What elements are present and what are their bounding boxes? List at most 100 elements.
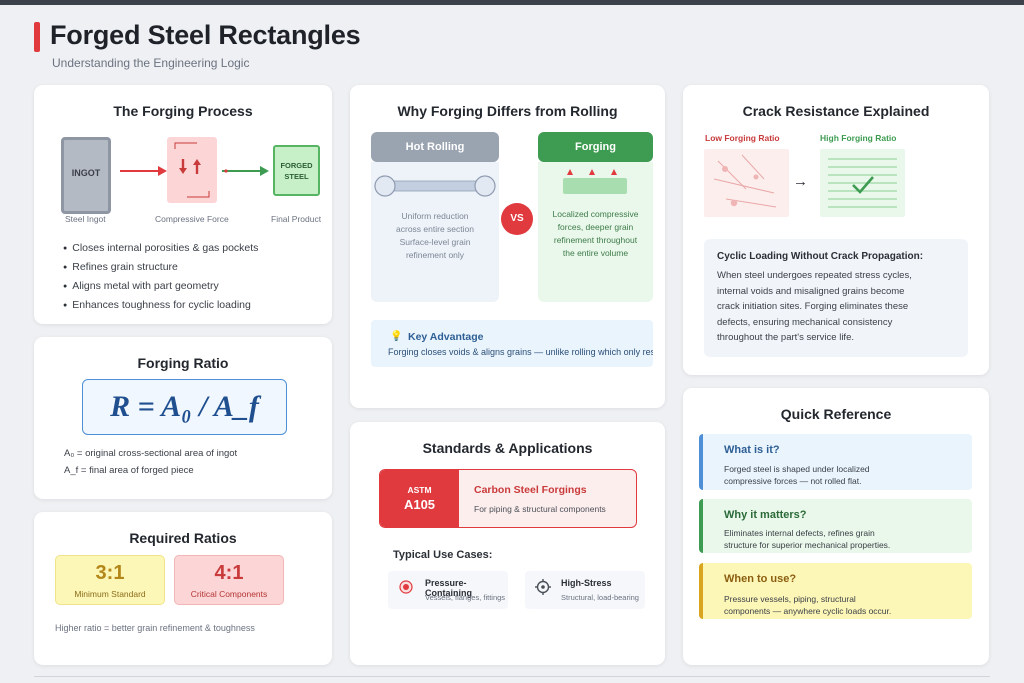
hot-rolling-header: Hot Rolling	[371, 132, 499, 162]
card-title: Required Ratios	[129, 530, 237, 546]
lightbulb-icon: 💡	[390, 331, 403, 342]
process-bullet: Aligns metal with part geometry	[63, 280, 218, 292]
product-label-line-2: STEEL	[284, 172, 309, 181]
forging-ratio-formula: R = A₀ / A_f	[82, 379, 287, 435]
process-arrow-red	[120, 166, 167, 176]
cyclic-line: defects, ensuring mechanical consistency	[717, 316, 893, 328]
card-title: Forging Ratio	[137, 355, 229, 371]
quick-ref-when: When to use? Pressure vessels, piping, s…	[699, 563, 972, 619]
quick-ref-line: Pressure vessels, piping, structural	[724, 594, 856, 604]
bottom-divider	[34, 676, 990, 677]
caption-final-product: Final Product	[271, 214, 322, 224]
quick-ref-line: compressive forces — not rolled flat.	[724, 476, 862, 486]
standards-card: Standards & Applications ASTM A105 Carbo…	[350, 422, 665, 665]
quick-ref-line: components — anywhere cyclic loads occur…	[724, 606, 892, 616]
forging-ratio-card: Forging Ratio R = A₀ / A_f A₀ = original…	[34, 337, 332, 499]
arrow-right-icon: →	[793, 173, 808, 190]
use-case-text: Vessels, flanges, fittings	[425, 593, 506, 602]
critical-ratio-value: 4:1	[214, 562, 244, 584]
card-title: Standards & Applications	[422, 440, 593, 456]
forging-process-card: The Forging Process INGOT FORGED STEEL S…	[34, 85, 332, 324]
key-advantage-box: 💡 Key Advantage Forging closes voids & a…	[371, 320, 653, 367]
top-bar	[0, 0, 1024, 5]
cyclic-line: internal voids and misaligned grains bec…	[717, 285, 905, 297]
astm-label: ASTM	[407, 485, 432, 495]
ratio-note: Higher ratio = better grain refinement &…	[55, 623, 255, 633]
forged-steel-block: FORGED STEEL	[273, 145, 320, 196]
low-ratio-grain-icon	[704, 149, 789, 217]
caption-compressive-force: Compressive Force	[155, 214, 229, 224]
use-cases-title: Typical Use Cases:	[393, 549, 493, 561]
cyclic-loading-box: Cyclic Loading Without Crack Propagation…	[704, 239, 968, 357]
card-title: Why Forging Differs from Rolling	[397, 103, 618, 119]
quick-ref-line: Forged steel is shaped under localized	[724, 464, 870, 474]
rolling-text-line: Surface-level grain	[399, 237, 471, 247]
forging-text-line: refinement throughout	[553, 235, 638, 245]
critical-ratio-label: Critical Components	[190, 589, 268, 599]
vs-badge: VS	[501, 203, 533, 235]
forging-panel: Localized compressive forces, deeper gra…	[538, 162, 653, 302]
standard-title: Carbon Steel Forgings	[474, 484, 587, 496]
quick-ref-title: Why it matters?	[724, 509, 807, 521]
process-bullet: Closes internal porosities & gas pockets	[63, 242, 258, 254]
process-arrow-green	[222, 166, 269, 176]
process-bullet: Refines grain structure	[63, 261, 178, 273]
low-ratio-label: Low Forging Ratio	[705, 133, 780, 143]
forging-header: Forging	[538, 132, 653, 162]
astm-badge: ASTM A105	[380, 470, 459, 527]
rolling-text-line: across entire section	[396, 224, 474, 234]
ingot-label: INGOT	[71, 168, 101, 178]
cyclic-line: When steel undergoes repeated stress cyc…	[717, 270, 912, 281]
high-ratio-grain-icon	[820, 149, 905, 217]
quick-ref-title: When to use?	[724, 573, 797, 585]
critical-ratio-badge: 4:1 Critical Components	[174, 555, 284, 605]
cyclic-line: throughout the part's service life.	[717, 332, 854, 343]
page-title: Forged Steel Rectangles	[50, 20, 361, 50]
astm-standard-box: ASTM A105 Carbon Steel Forgings For pipi…	[379, 469, 637, 528]
forging-press-icon	[563, 169, 627, 194]
crosshair-icon	[535, 579, 551, 595]
forging-text-line: Localized compressive	[552, 209, 639, 219]
title-accent-bar	[34, 22, 40, 52]
quick-ref-line: structure for superior mechanical proper…	[724, 540, 891, 550]
quick-ref-title: What is it?	[724, 444, 780, 456]
use-case-title: High-Stress	[561, 578, 612, 588]
crack-resistance-card: Crack Resistance Explained Low Forging R…	[683, 85, 989, 375]
card-title: Quick Reference	[780, 406, 892, 422]
minimum-ratio-badge: 3:1 Minimum Standard	[55, 555, 165, 605]
quick-ref-what: What is it? Forged steel is shaped under…	[699, 434, 972, 490]
use-case-title: Pressure-Containing	[425, 578, 472, 598]
hot-rolling-panel: Uniform reduction across entire section …	[371, 162, 499, 302]
minimum-ratio-value: 3:1	[95, 562, 125, 584]
key-advantage-title: Key Advantage	[408, 331, 484, 343]
comparison-card: Why Forging Differs from Rolling Hot Rol…	[350, 85, 665, 408]
quick-reference-card: Quick Reference What is it? Forged steel…	[683, 388, 989, 665]
caption-steel-ingot: Steel Ingot	[65, 214, 106, 224]
high-ratio-label: High Forging Ratio	[820, 133, 897, 143]
rolling-text-line: Uniform reduction	[401, 211, 469, 221]
minimum-ratio-label: Minimum Standard	[74, 589, 146, 599]
product-label-line-1: FORGED	[280, 161, 313, 170]
ingot-block: INGOT	[61, 137, 111, 214]
rolling-text-line: refinement only	[405, 250, 465, 260]
page-subtitle: Understanding the Engineering Logic	[52, 56, 250, 70]
definition-af: A_f = final area of forged piece	[64, 465, 194, 476]
use-case-pressure: Pressure-Containing Vessels, flanges, fi…	[388, 571, 508, 609]
rolling-rollers-icon	[374, 175, 496, 197]
use-case-high-stress: High-Stress Structural, load-bearing	[525, 571, 645, 609]
forging-text-line: the entire volume	[562, 248, 629, 258]
compress-arrows-icon	[174, 142, 210, 198]
forging-text-line: forces, deeper grain	[557, 222, 634, 232]
process-bullet: Enhances toughness for cyclic loading	[63, 299, 251, 311]
definition-a0: A₀ = original cross-sectional area of in…	[64, 448, 238, 459]
key-advantage-text: Forging closes voids & aligns grains — u…	[388, 347, 653, 357]
required-ratios-card: Required Ratios 3:1 Minimum Standard 4:1…	[34, 512, 332, 665]
cyclic-line: crack initiation sites. Forging eliminat…	[717, 301, 909, 312]
standard-description: For piping & structural components	[474, 504, 606, 514]
card-title: The Forging Process	[113, 103, 253, 119]
quick-ref-why: Why it matters? Eliminates internal defe…	[699, 499, 972, 553]
astm-code: A105	[403, 497, 436, 512]
compressive-force-block	[167, 137, 217, 203]
quick-ref-line: Eliminates internal defects, refines gra…	[724, 528, 875, 538]
cyclic-title: Cyclic Loading Without Crack Propagation…	[717, 251, 924, 262]
